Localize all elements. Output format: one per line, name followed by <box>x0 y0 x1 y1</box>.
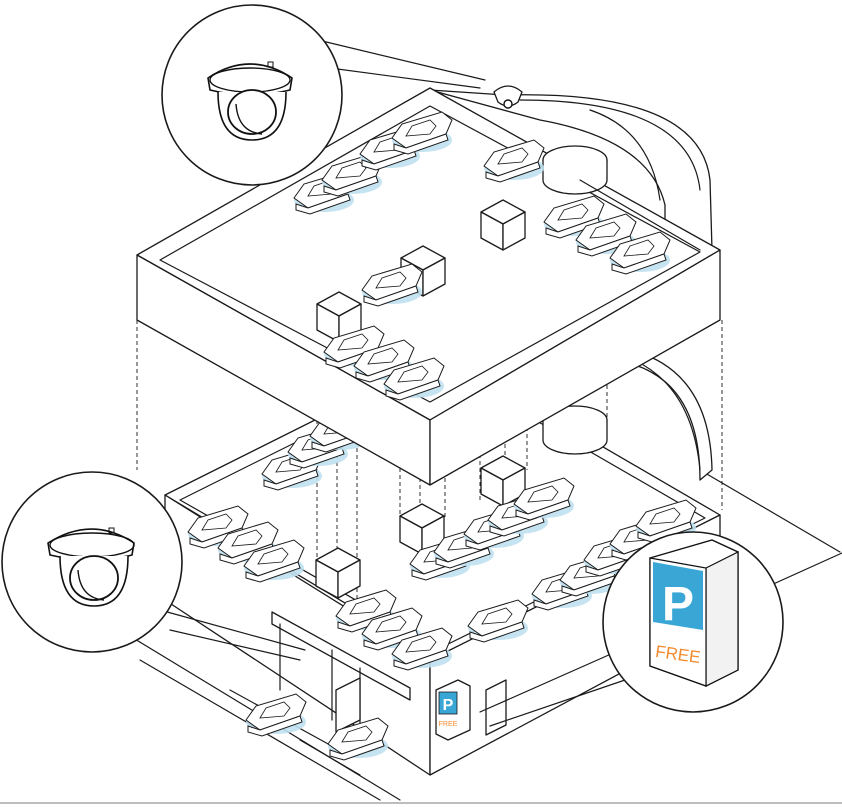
camera-callout-lower <box>1 471 306 661</box>
parking-sign-icon: P FREE <box>649 539 739 687</box>
parking-sign-callout: P FREE <box>479 531 784 727</box>
small-parking-sign: P FREE <box>435 679 471 741</box>
dome-camera-icon <box>207 61 293 141</box>
ceiling-camera-small <box>493 85 523 109</box>
sign-letter-p: P <box>662 578 694 631</box>
small-sign-free: FREE <box>439 721 458 728</box>
camera-callout-upper <box>161 4 486 186</box>
small-sign-letter: P <box>443 697 454 714</box>
dome-camera-icon <box>47 527 135 607</box>
